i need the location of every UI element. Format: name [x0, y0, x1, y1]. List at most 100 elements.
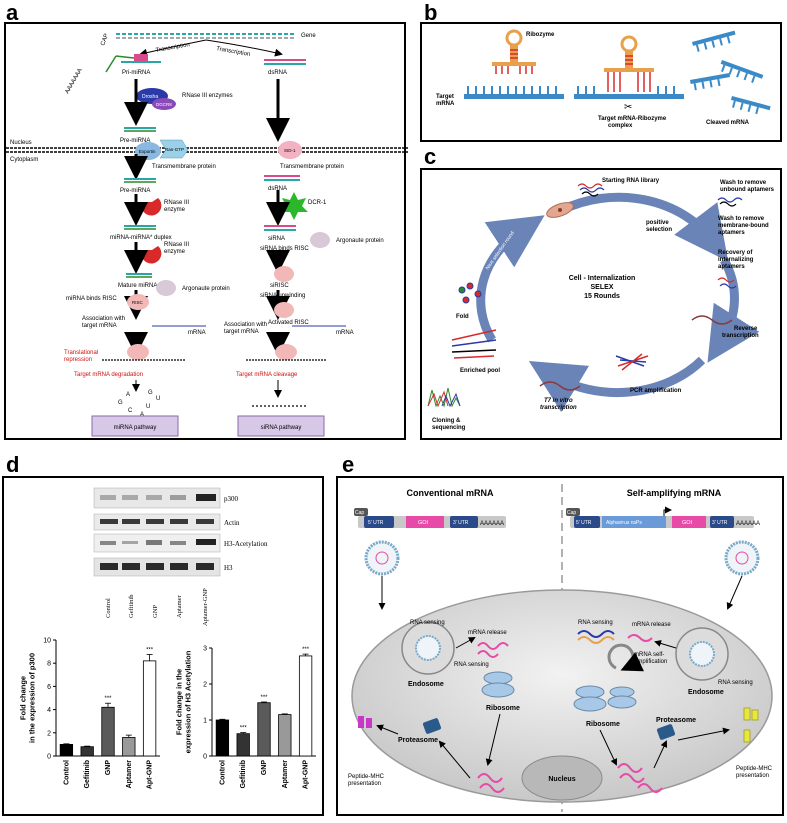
self-amp-label: mRNA self-amplification	[634, 652, 667, 665]
sirna-pathway-box: siRNA pathway	[261, 425, 302, 431]
panel-d-diagram: p300 Actin H3-Acetylation H3 Control Gef…	[19, 487, 316, 789]
mrna-right: mRNA	[336, 330, 354, 336]
gene-label: Gene	[301, 33, 316, 39]
conv-goi: GOI	[418, 520, 429, 526]
protein-left-icon	[477, 773, 505, 793]
transmembrane-left: Transmembrane protein	[152, 164, 216, 170]
h3-xlabel-0: Control	[219, 760, 226, 785]
ran-gtp-label: Ran-GTP	[165, 147, 184, 152]
blot-lane-4: Aptamer-GNP	[202, 588, 209, 626]
activated-risc: Activated RISC	[268, 320, 309, 326]
nucleus-label: Nucleus	[548, 776, 575, 783]
nt-1: G	[118, 400, 123, 406]
dgcr8-label: DGCR8	[156, 102, 172, 107]
cell-icon	[546, 202, 574, 218]
p300-bar-2	[101, 706, 115, 757]
next-round-label: Next selection round	[485, 230, 516, 271]
blot-row-p300: p300	[224, 495, 239, 503]
western-blot	[93, 487, 221, 577]
mirna-binds-risc: miRNA binds RISC	[66, 296, 117, 302]
panel-letter-c: c	[424, 144, 437, 169]
dsrna-top: dsRNA	[268, 70, 287, 76]
dsrna-cyto: dsRNA	[268, 186, 287, 192]
p300-ytick-label-3: 6	[47, 684, 51, 691]
ribosome-right-icon	[573, 685, 637, 712]
panel-letter-a: a	[6, 0, 19, 25]
target-degradation: Target mRNA degradation	[74, 372, 143, 378]
mrna-left: mRNA	[188, 330, 206, 336]
proteasome-left-icon	[422, 718, 442, 734]
conv-utr5: 5' UTR	[368, 520, 384, 526]
p300-xlabel-1: Gefitinib	[84, 760, 91, 788]
sequencing-chromatogram	[427, 387, 461, 408]
self-goi: GOI	[682, 520, 693, 526]
rna-sensing-left: RNA sensing	[410, 620, 445, 626]
ribozyme-shape	[492, 29, 536, 74]
h3-bar-1	[236, 733, 250, 757]
mhc-left-icon	[358, 716, 372, 728]
mrna-release-left: mRNA release	[468, 630, 507, 636]
blot-lane-3: Aptamer	[176, 594, 183, 618]
panel-letter-d: d	[6, 452, 20, 477]
self-alphavirus: Alphavirus nsPs	[606, 520, 642, 526]
panel-e-diagram: Conventional mRNA Self-amplifying mRNA 5…	[348, 484, 773, 812]
pre-mirna-cyto-label: Pre-miRNA	[120, 188, 150, 194]
self-utr3: 3' UTR	[712, 520, 728, 526]
blot-row-actin: Actin	[224, 519, 240, 527]
h3-sig-4: ***	[302, 647, 310, 653]
exportin-label: Exportin	[139, 149, 156, 154]
mature-mirna-label: Mature miRNA	[118, 283, 157, 289]
lnp-left	[364, 540, 400, 576]
blot-lane-2: GNP	[152, 605, 159, 618]
argonaute-right: Argonaute protein	[336, 238, 384, 244]
nucleus-label: Nucleus	[10, 140, 32, 146]
p300-ytick-label-5: 10	[43, 638, 51, 645]
h3-ytick-label-2: 2	[203, 682, 207, 689]
scissors-icon: ✂	[624, 102, 632, 113]
transmembrane-right: Transmembrane protein	[280, 164, 344, 170]
p300-ylabel: Fold changein the expression of p300	[19, 653, 37, 743]
self-construct: 5' UTR Alphavirus nsPs GOI 3' UTR AAAAAA…	[566, 506, 760, 528]
p300-xlabel-4: Apt-GNP	[147, 760, 154, 789]
p300-ytick-label-4: 8	[47, 661, 51, 668]
pri-mirna-label: Pri-miRNA	[122, 70, 150, 76]
mhc-right-icon	[743, 707, 759, 743]
h3-bar-3	[278, 714, 292, 757]
p300-xlabel-3: Aptamer	[126, 760, 133, 789]
polya-label: AAAAAAA	[65, 68, 84, 95]
h3-ytick-label-3: 3	[203, 646, 207, 653]
nucleus-shape	[521, 755, 603, 801]
mirna-duplex-label: miRNA-miRNA* duplex	[110, 235, 172, 241]
nt-5: U	[146, 404, 150, 410]
risc-label: RISC	[132, 300, 144, 305]
transcription-left: Transcription	[155, 42, 190, 54]
h3-ytick-label-0: 0	[203, 754, 207, 761]
cell-body	[351, 589, 773, 803]
self-cap: Cap	[567, 510, 576, 516]
cleaved-label: Cleaved mRNA	[706, 120, 750, 126]
nt-2: G	[148, 390, 153, 396]
conv-cap: Cap	[355, 510, 364, 516]
blot-lane-1: Gefitinib	[128, 595, 135, 618]
rna-sensing-right-top: RNA sensing	[578, 620, 613, 626]
rna-sensing-left2: RNA sensing	[454, 662, 489, 668]
conv-construct: 5' UTR GOI 3' UTR AAAAAA Cap	[354, 508, 506, 528]
self-title: Self-amplifying mRNA	[627, 488, 722, 498]
sirna-binds-risc: siRNA binds RISC	[260, 246, 309, 252]
target-mrna-strand	[464, 86, 564, 99]
panel-letter-e: e	[342, 452, 355, 477]
enriched-pool: Enriched pool	[460, 368, 500, 374]
p300-bar-3	[122, 737, 136, 757]
ribosome-left-label: Ribosome	[486, 705, 520, 712]
h3-bar-4	[298, 655, 313, 757]
